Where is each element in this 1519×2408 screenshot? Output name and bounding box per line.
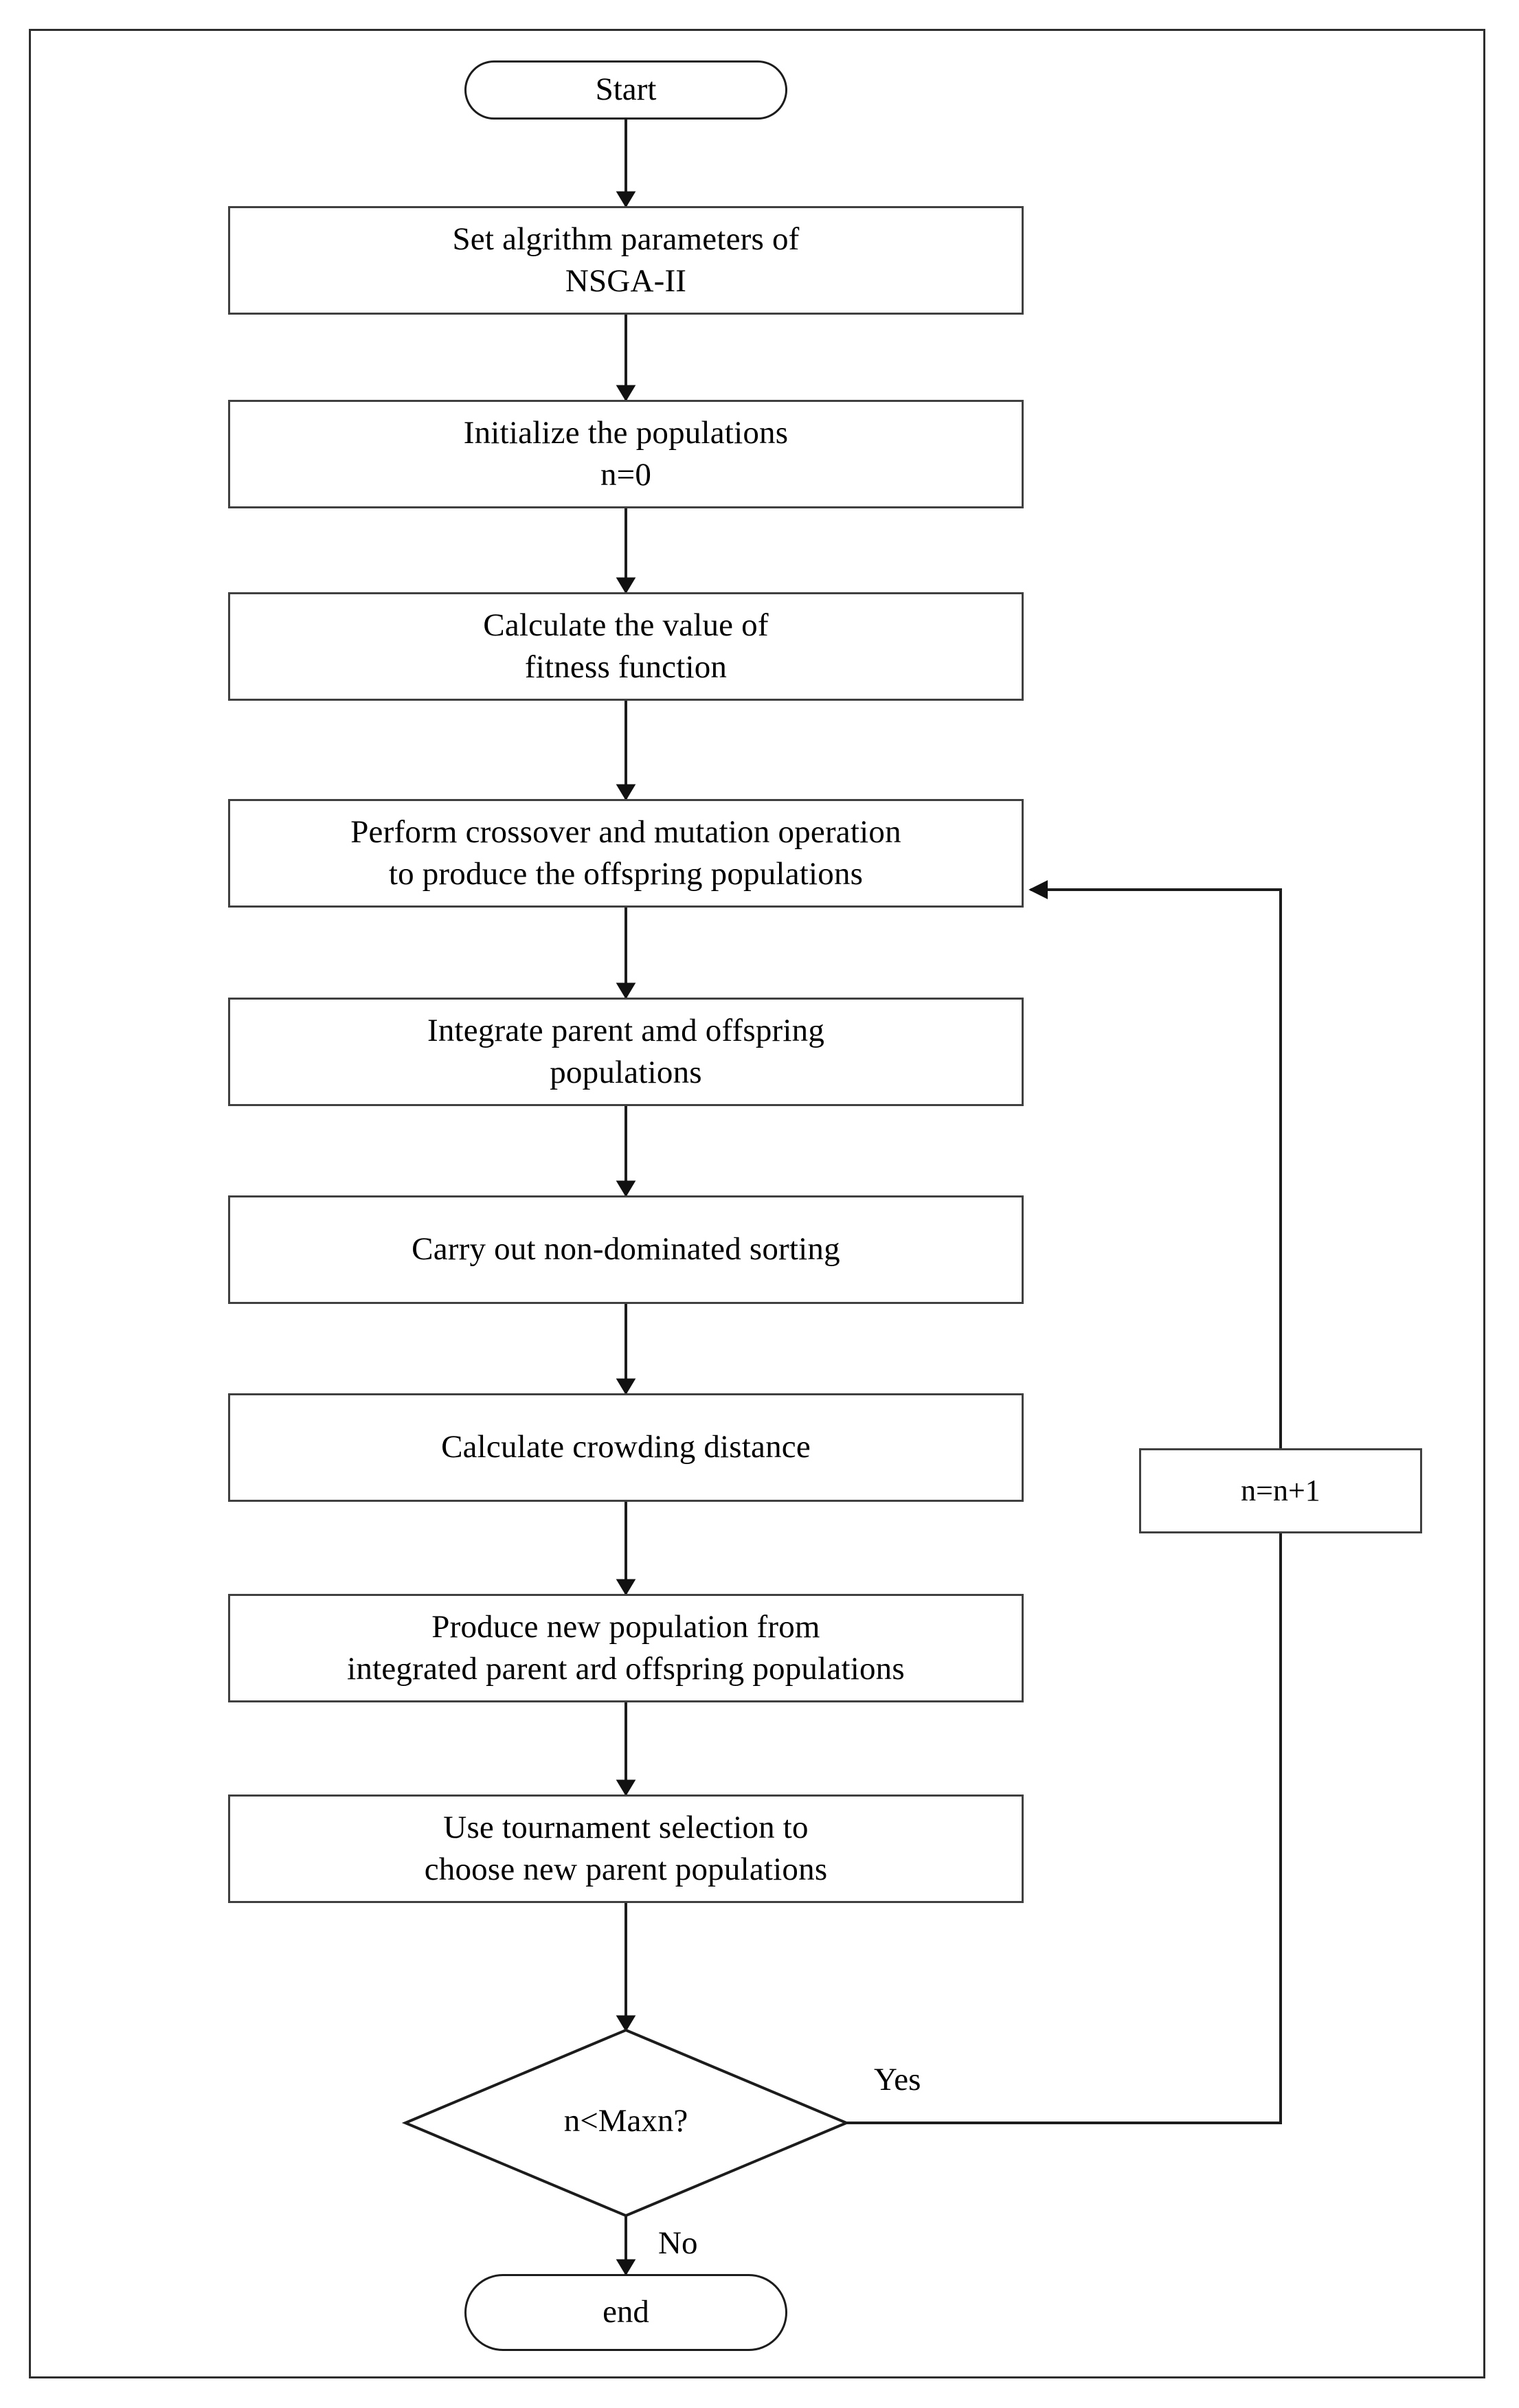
- node-set-params-line2: NSGA-II: [565, 263, 687, 299]
- node-produce-new-pop-line2: integrated parent ard offspring populati…: [347, 1651, 905, 1687]
- node-crossover-mutation-line2: to produce the offspring populations: [388, 856, 864, 892]
- node-produce-new-pop[interactable]: Produce new population from integrated p…: [228, 1594, 1024, 1702]
- node-start-label: Start: [595, 71, 657, 108]
- node-calc-fitness-line2: fitness function: [524, 649, 728, 685]
- edge-label-no: No: [658, 2225, 698, 2261]
- node-produce-new-pop-line1: Produce new population from: [431, 1608, 820, 1645]
- edge-label-yes: Yes: [874, 2062, 921, 2097]
- node-increment-label: n=n+1: [1241, 1474, 1320, 1508]
- node-integrate[interactable]: Integrate parent amd offspring populatio…: [228, 998, 1024, 1106]
- node-non-dominated-sorting[interactable]: Carry out non-dominated sorting: [228, 1195, 1024, 1304]
- node-start[interactable]: Start: [464, 60, 787, 120]
- node-integrate-line2: populations: [550, 1055, 702, 1090]
- node-crowding-distance-line1: Calculate crowding distance: [441, 1429, 811, 1465]
- node-crossover-mutation[interactable]: Perform crossover and mutation operation…: [228, 799, 1024, 908]
- node-tournament-line1: Use tournament selection to: [443, 1809, 809, 1845]
- node-calc-fitness[interactable]: Calculate the value of fitness function: [228, 592, 1024, 701]
- node-calc-fitness-line1: Calculate the value of: [483, 607, 769, 643]
- node-crowding-distance[interactable]: Calculate crowding distance: [228, 1393, 1024, 1502]
- node-non-dominated-sorting-line1: Carry out non-dominated sorting: [412, 1231, 840, 1268]
- node-crossover-mutation-line1: Perform crossover and mutation operation: [350, 813, 901, 850]
- node-set-params-line1: Set algrithm parameters of: [452, 221, 800, 257]
- node-end[interactable]: end: [464, 2274, 787, 2351]
- node-integrate-line1: Integrate parent amd offspring: [427, 1012, 825, 1048]
- node-init-pop[interactable]: Initialize the populations n=0: [228, 400, 1024, 508]
- node-set-params[interactable]: Set algrithm parameters of NSGA-II: [228, 206, 1024, 315]
- node-init-pop-line2: n=0: [600, 457, 652, 493]
- node-init-pop-line1: Initialize the populations: [463, 414, 789, 451]
- node-tournament[interactable]: Use tournament selection to choose new p…: [228, 1794, 1024, 1903]
- node-decision-label: n<Maxn?: [563, 2103, 688, 2139]
- node-end-label: end: [603, 2294, 649, 2330]
- node-tournament-line2: choose new parent populations: [424, 1852, 828, 1887]
- node-increment[interactable]: n=n+1: [1139, 1448, 1422, 1533]
